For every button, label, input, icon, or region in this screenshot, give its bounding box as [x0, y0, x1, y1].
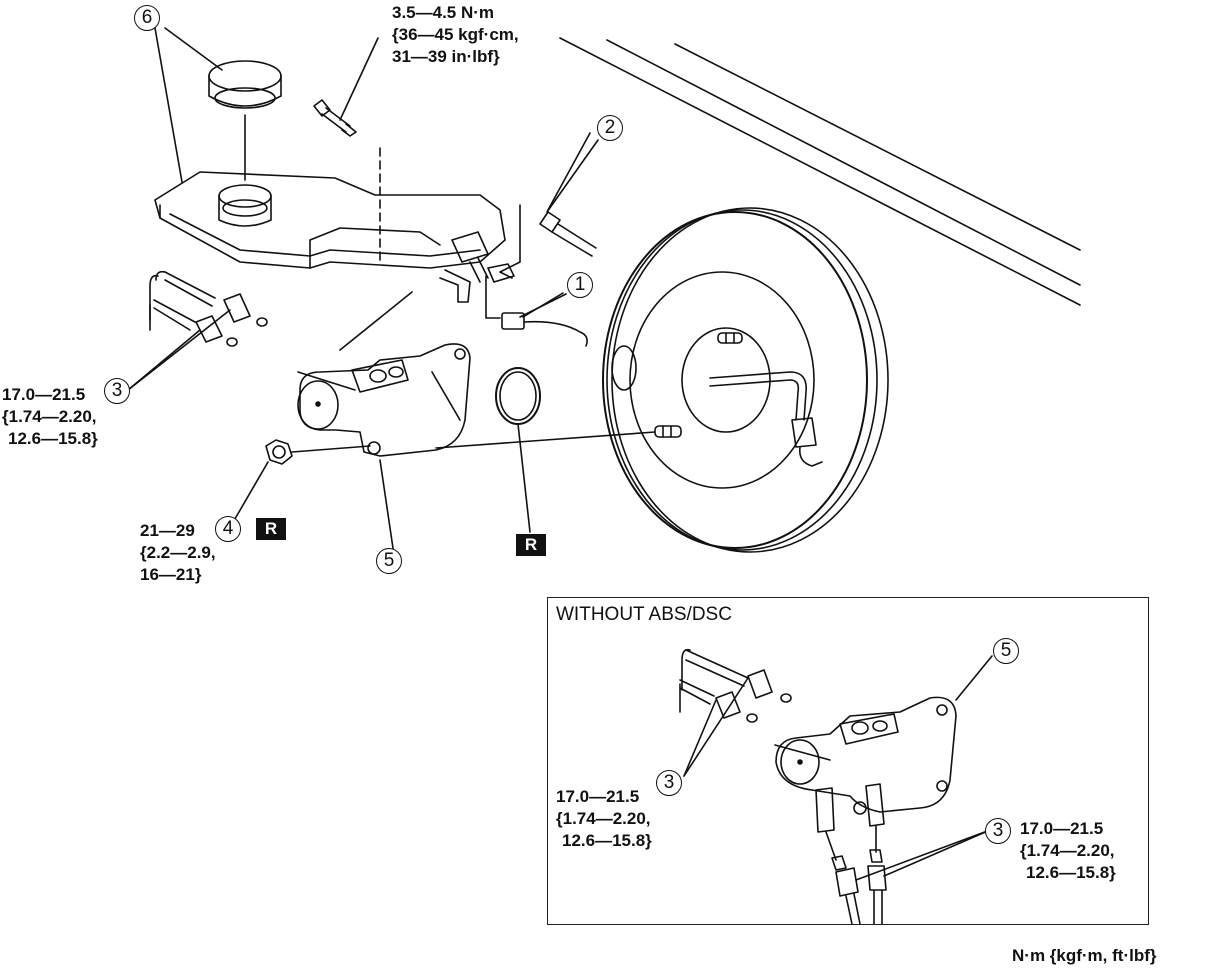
callout-1: 1 [567, 272, 593, 298]
master-cylinder [297, 291, 656, 556]
o-ring [495, 367, 541, 533]
master-cylinder-nut [231, 439, 371, 525]
callout-2: 2 [597, 115, 623, 141]
brake-pipes-main [127, 270, 268, 391]
torque-brake-pipes: 17.0—21.5{1.74—2.20,12.6—15.8} [2, 385, 98, 448]
reservoir-cap [208, 60, 282, 181]
inset-title: WITHOUT ABS/DSC [556, 604, 732, 625]
callout-6: 6 [134, 5, 160, 31]
brake-fluid-reservoir [154, 171, 506, 303]
body-reference-lines [559, 37, 1081, 306]
inset-torque-left: 17.0—21.5{1.74—2.20,12.6—15.8} [556, 787, 652, 850]
callout-5: 5 [376, 548, 402, 574]
torque-nut: 21—29{2.2—2.9,16—21} [140, 521, 216, 584]
inset-callout-5: 5 [993, 638, 1019, 664]
reservoir-bolt [313, 37, 381, 261]
leader-lines [154, 27, 591, 318]
units-note: N·m {kgf·m, ft·lbf} [1012, 946, 1157, 965]
inset-panel [547, 597, 1149, 925]
brake-booster [602, 207, 889, 553]
inset-torque-right: 17.0—21.5{1.74—2.20,12.6—15.8} [1020, 819, 1116, 882]
replace-mark-o-ring: R [516, 534, 546, 556]
inset-callout-3-left: 3 [656, 770, 682, 796]
torque-bolt: 3.5—4.5 N·m{36—45 kgf·cm,31—39 in·lbf} [392, 3, 519, 66]
replace-mark-nut: R [256, 518, 286, 540]
brake-pipe-2 [499, 139, 599, 279]
callout-4: 4 [215, 516, 241, 542]
inset-callout-3-right: 3 [985, 818, 1011, 844]
callout-3: 3 [104, 378, 130, 404]
inset-master-cylinder [679, 648, 993, 925]
